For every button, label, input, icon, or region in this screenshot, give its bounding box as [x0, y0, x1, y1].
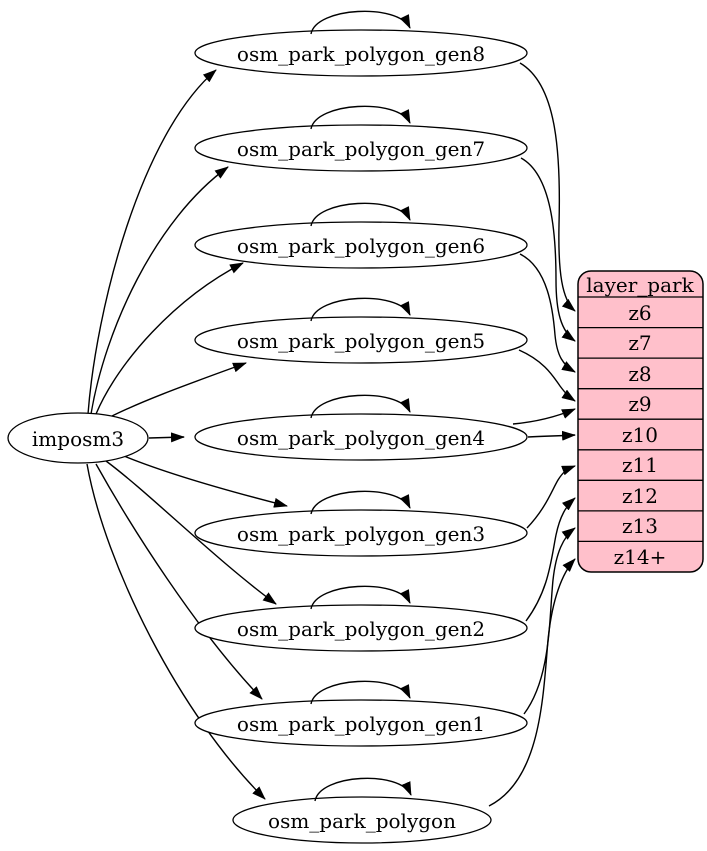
- node-label-osm-park-polygon: osm_park_polygon: [268, 809, 456, 833]
- layer-park-table: [577, 270, 704, 573]
- node-osm-park-polygon: [232, 796, 492, 844]
- edge-gen3-z11: [526, 465, 576, 529]
- self-loop-polygon: [314, 777, 412, 802]
- node-label-osm-park-polygon-gen2: osm_park_polygon_gen2: [236, 617, 486, 641]
- edge-imposm3-gen1: [95, 463, 263, 700]
- zoom-row-z14: z14+: [613, 545, 667, 569]
- self-loop-gen1: [310, 680, 411, 705]
- layer-park-table-body: [577, 270, 704, 573]
- edge-imposm3-gen6: [95, 262, 244, 415]
- self-loop-gen6: [310, 202, 411, 227]
- node-osm-park-polygon-gen3: [194, 509, 528, 557]
- node-imposm3: [7, 412, 149, 464]
- edges-imports: [86, 69, 288, 800]
- self-loop-gen8: [310, 10, 411, 35]
- zoom-row-z11: z11: [622, 453, 658, 477]
- self-loop-gen5: [310, 297, 411, 322]
- edge-imposm3-gen4: [148, 432, 185, 443]
- edge-gen6-z8: [519, 253, 576, 373]
- edges-self-loops: [310, 10, 412, 802]
- node-osm-park-polygon-gen5: [194, 316, 528, 364]
- node-label-osm-park-polygon-gen6: osm_park_polygon_gen6: [236, 234, 486, 258]
- node-osm-park-polygon-gen4: [194, 413, 528, 461]
- edge-imposm3-gen2: [105, 460, 277, 605]
- edge-gen5-z9: [518, 349, 576, 402]
- node-osm-park-polygon-gen6: [194, 221, 528, 269]
- node-osm-park-polygon-gen2: [194, 604, 528, 652]
- edge-polygon-z14: [488, 558, 576, 807]
- node-label-imposm3: imposm3: [31, 427, 125, 451]
- zoom-row-z9: z9: [628, 392, 652, 416]
- edge-imposm3-gen3: [123, 455, 288, 508]
- node-label-osm-park-polygon-gen7: osm_park_polygon_gen7: [236, 137, 486, 161]
- node-label-osm-park-polygon-gen8: osm_park_polygon_gen8: [236, 42, 486, 66]
- node-osm-park-polygon-gen7: [194, 124, 528, 172]
- edges-zoom-mapping: [488, 62, 576, 807]
- edge-gen8-z6: [519, 62, 576, 312]
- zoom-row-z10: z10: [622, 423, 658, 447]
- edge-gen5-z9-b: [512, 408, 576, 425]
- edge-gen7-z7: [520, 157, 576, 342]
- node-osm-park-polygon-gen8: [194, 29, 528, 77]
- node-label-osm-park-polygon-gen1: osm_park_polygon_gen1: [236, 712, 486, 736]
- edge-gen2-z12: [525, 497, 576, 622]
- node-label-osm-park-polygon-gen4: osm_park_polygon_gen4: [236, 426, 486, 450]
- edge-gen4-z10: [527, 430, 576, 441]
- zoom-row-z6: z6: [628, 301, 652, 325]
- edge-imposm3-polygon: [86, 463, 266, 800]
- zoom-row-z8: z8: [628, 362, 652, 386]
- layer-park-title: layer_park: [586, 273, 694, 297]
- self-loop-gen2: [310, 585, 411, 610]
- edge-imposm3-gen5: [109, 362, 247, 418]
- node-osm-park-polygon-gen1: [194, 699, 528, 747]
- zoom-row-z13: z13: [622, 514, 658, 538]
- self-loop-gen3: [310, 490, 411, 515]
- node-label-osm-park-polygon-gen5: osm_park_polygon_gen5: [236, 329, 486, 353]
- zoom-row-z7: z7: [628, 331, 652, 355]
- self-loop-gen7: [310, 105, 411, 130]
- edge-imposm3-gen8: [87, 69, 217, 415]
- nodes-tables: [7, 29, 528, 844]
- node-label-osm-park-polygon-gen3: osm_park_polygon_gen3: [236, 522, 486, 546]
- edge-imposm3-gen7: [90, 166, 229, 415]
- edge-gen1-z13: [523, 527, 576, 715]
- self-loop-gen4: [310, 394, 411, 419]
- zoom-row-z12: z12: [622, 484, 658, 508]
